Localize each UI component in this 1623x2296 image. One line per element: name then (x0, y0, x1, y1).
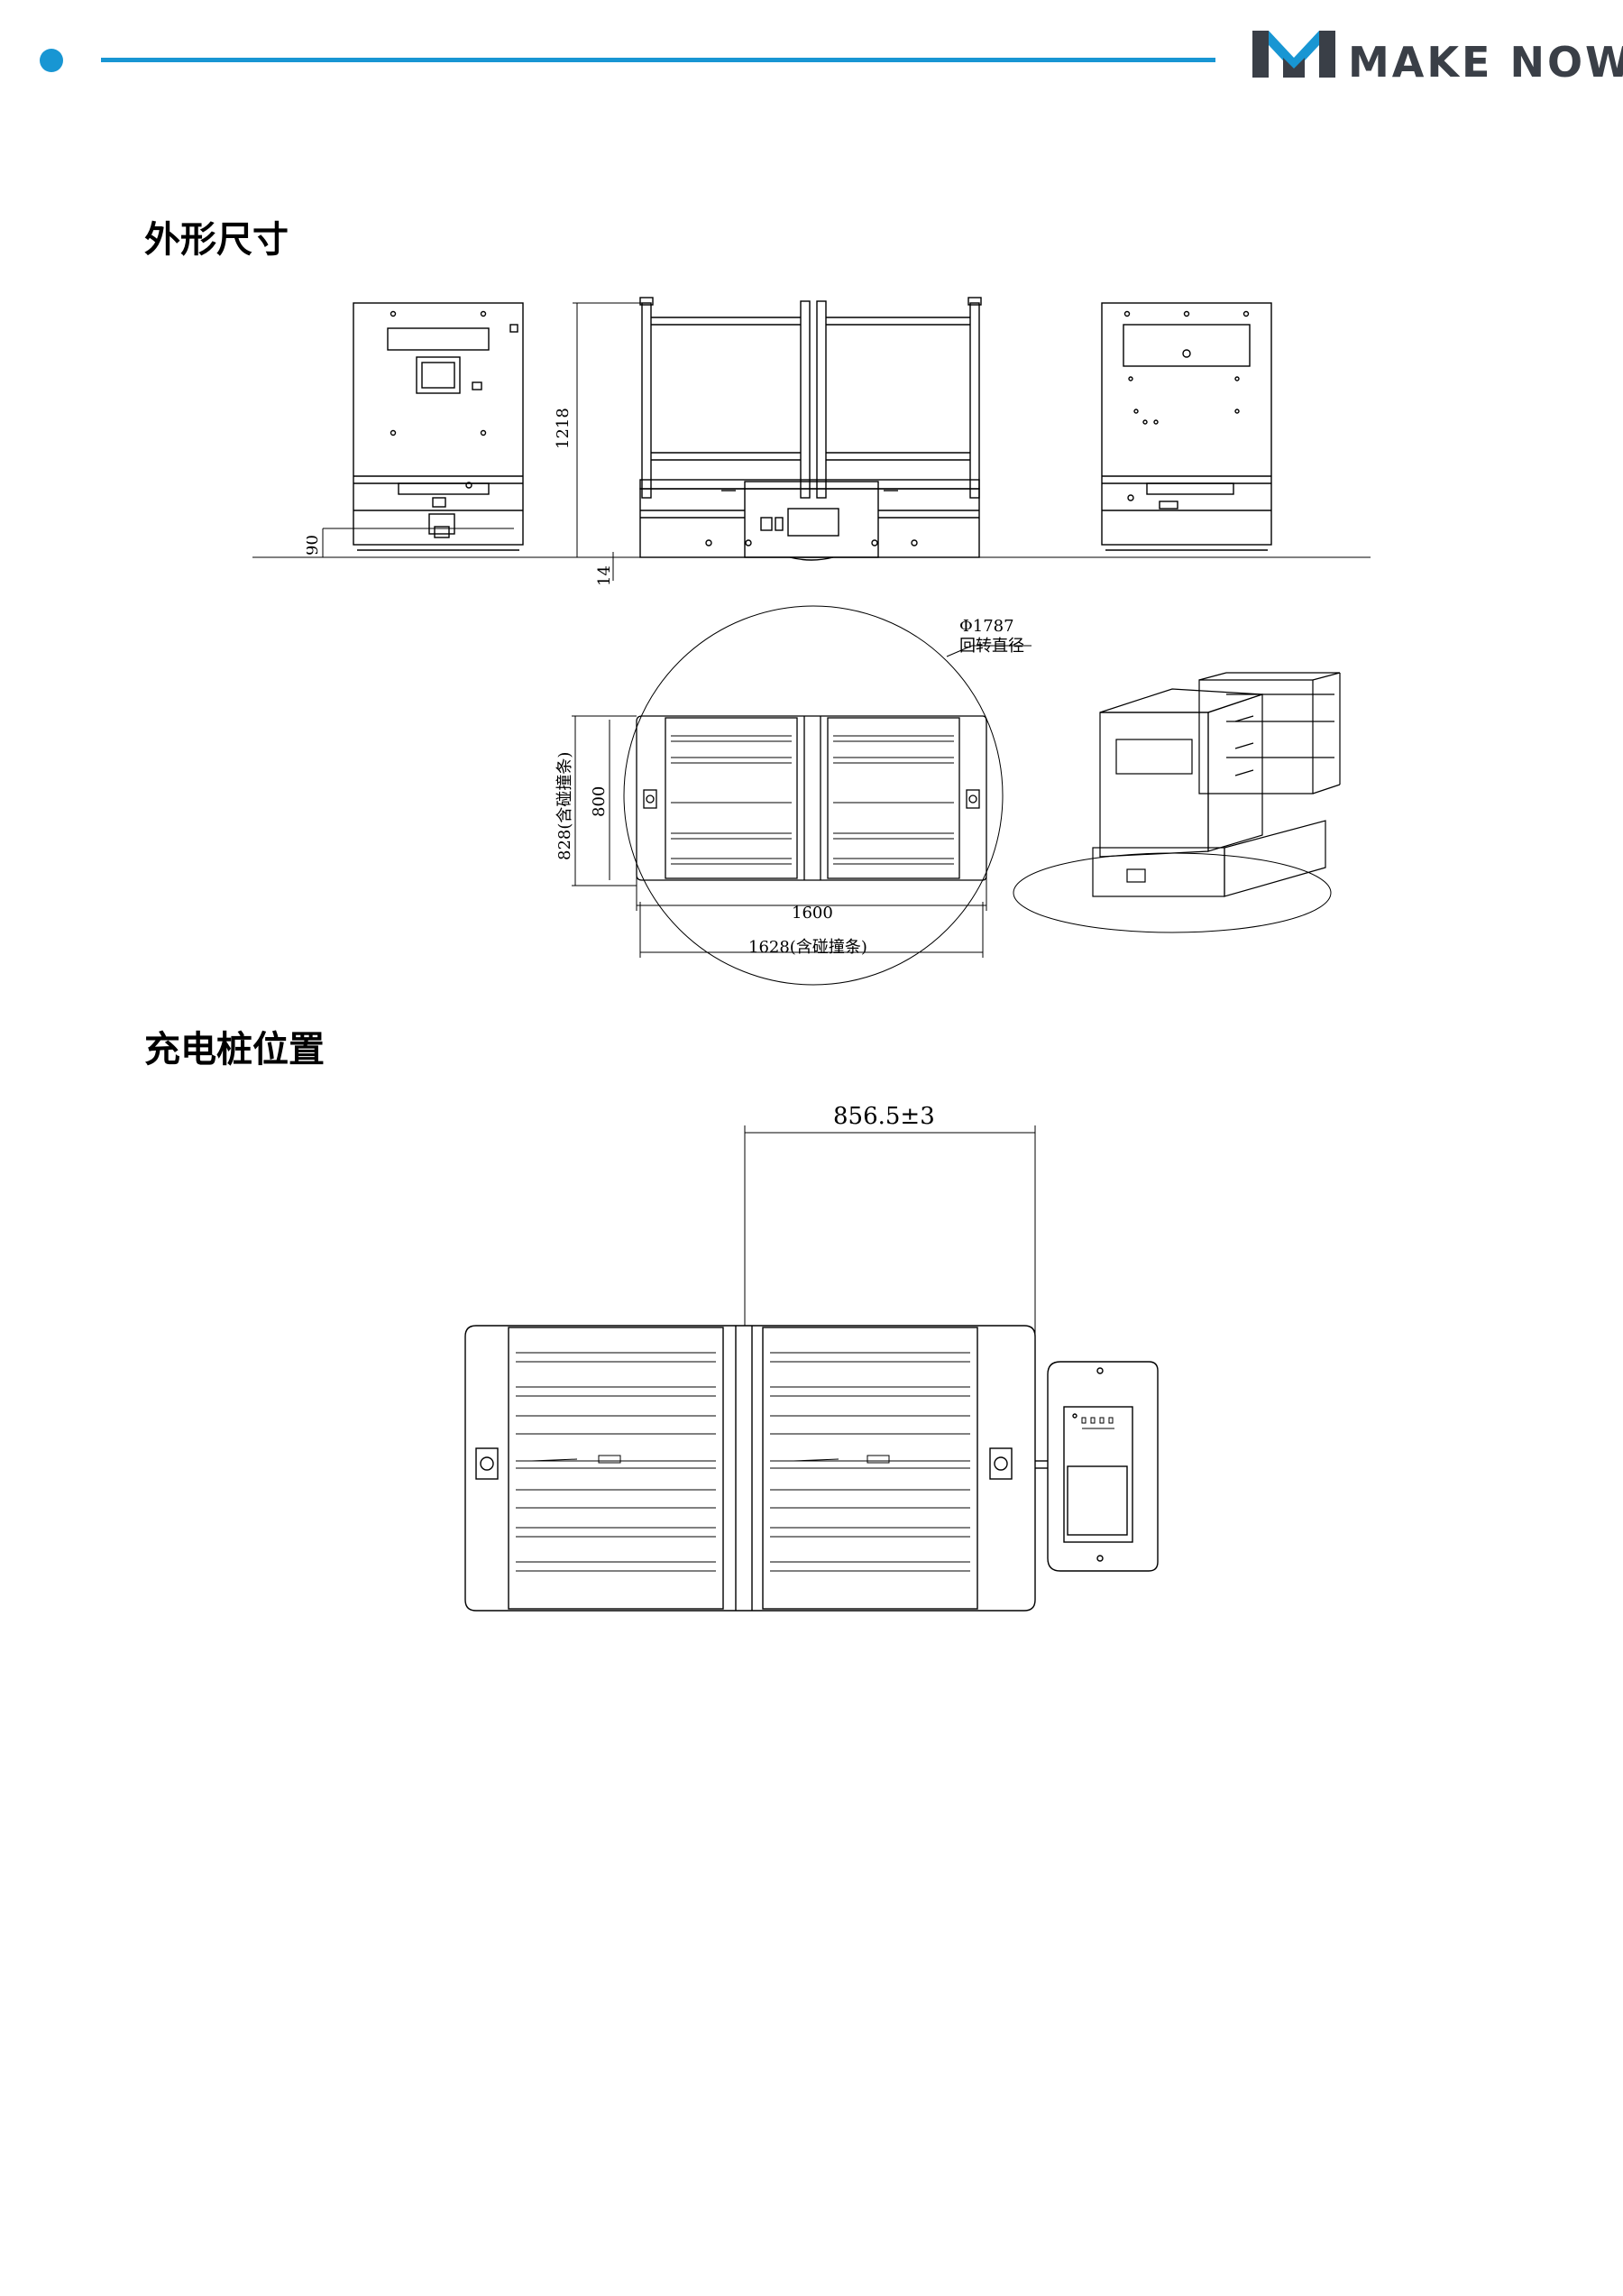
width-with-bumper-label: 828(含碰撞条) (555, 752, 574, 860)
charger-unit (1047, 1361, 1159, 1572)
bottom-gap-label: 14 (595, 565, 614, 586)
length-label: 1600 (792, 904, 833, 923)
side-view (353, 302, 524, 551)
charging-station-drawing: 856.5±3 (464, 1103, 1159, 1612)
rotation-circle (623, 605, 1004, 986)
plan-and-iso-drawing: Φ1787 回转直径 828(含碰撞条) 800 1600 1628(含碰撞条) (555, 605, 1341, 986)
makenow-m-logo-icon (1252, 31, 1335, 78)
brand-logo: MAKE NOW (1249, 27, 1623, 90)
rear-view (1101, 302, 1272, 551)
rotation-diameter-label: Φ1787 (959, 617, 1014, 636)
ground-clearance-label: 90 (307, 535, 322, 556)
brand-text: MAKE NOW (1348, 38, 1623, 87)
height-label: 1218 (554, 408, 573, 449)
robot-top-view (464, 1325, 1036, 1612)
width-label: 800 (590, 786, 609, 817)
charger-distance-label: 856.5±3 (833, 1103, 935, 1130)
header-dot (40, 49, 63, 72)
header-line (101, 58, 1215, 62)
top-view (636, 715, 987, 881)
rotation-caption-label: 回转直径 (959, 637, 1024, 656)
charging-title: 充电桩位置 (144, 1029, 325, 1070)
front-view (639, 297, 982, 561)
elevation-views-drawing (252, 297, 1371, 561)
elevation-dimension-layer: 1218 90 14 (307, 302, 642, 586)
iso-view (1013, 672, 1341, 933)
length-with-bumper-label: 1628(含碰撞条) (748, 938, 867, 957)
dimensions-title: 外形尺寸 (144, 219, 289, 261)
